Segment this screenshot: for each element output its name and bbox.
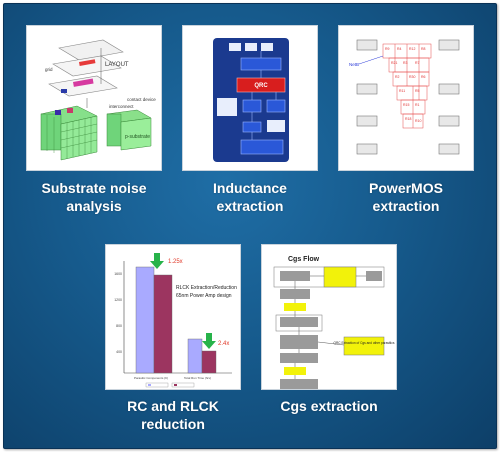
svg-text:400: 400: [116, 350, 122, 354]
caption-line-2: analysis: [66, 198, 122, 214]
svg-text:R7: R7: [415, 61, 420, 65]
rc-reduction-chart-thumbnail: 1600 1200 800 400 1.25x 2.4x RLCK Extractio…: [114, 253, 237, 388]
svg-text:interconnect: interconnect: [109, 104, 134, 109]
cgs-thumbnail[interactable]: Cgs Flow QRC Extraction of Cgs and other…: [261, 244, 397, 390]
svg-text:R15: R15: [403, 103, 409, 107]
svg-text:R5: R5: [415, 89, 420, 93]
caption-line-1: Cgs extraction: [280, 398, 378, 414]
cgs-note: QRC Extraction of Cgs and other parasiti…: [334, 341, 395, 345]
chart-annotation-sub: 65nm Power Amp design: [176, 293, 232, 299]
svg-text:Parasitic Components (K): Parasitic Components (K): [134, 376, 168, 380]
powermos-thumbnail[interactable]: R9 R4 R12 R8 R21 R3 R7 R2 R30 R6 R11 R5 R15 R1 R1…: [338, 25, 474, 171]
svg-text:NetB: NetB: [349, 62, 359, 67]
cgs-flow-title: Cgs Flow: [288, 256, 320, 263]
svg-text:R18: R18: [405, 117, 411, 121]
svg-text:R9: R9: [385, 47, 390, 51]
caption-line-1: PowerMOS: [369, 180, 443, 196]
svg-text:800: 800: [116, 324, 122, 328]
caption-line-1: Inductance: [213, 180, 287, 196]
ratio-label-2: 2.4x: [218, 341, 229, 347]
svg-text:R6: R6: [421, 75, 426, 79]
ratio-label-1: 1.25x: [168, 259, 183, 265]
svg-text:contact device: contact device: [127, 97, 156, 102]
caption-inductance: Inductance extraction: [170, 179, 330, 215]
caption-line-1: Substrate noise: [41, 180, 147, 196]
svg-text:1600: 1600: [114, 272, 122, 276]
caption-substrate-noise: Substrate noise analysis: [14, 179, 174, 215]
svg-text:R21: R21: [391, 61, 397, 65]
svg-text:R30: R30: [409, 75, 415, 79]
svg-text:R12: R12: [409, 47, 415, 51]
chart-annotation: RLCK Extraction/Reduction: [176, 285, 237, 291]
caption-line-2: extraction: [372, 198, 440, 214]
powermos-layout-thumbnail: R9 R4 R12 R8 R21 R3 R7 R2 R30 R6 R11 R5 R15 R1 R1…: [349, 39, 460, 155]
svg-text:R3: R3: [403, 61, 408, 65]
substrate-noise-thumbnail[interactable]: LAYOUT p-substrate interconnect conta: [26, 25, 162, 171]
caption-line-2: extraction: [216, 198, 284, 214]
substrate-layout-thumbnail: LAYOUT p-substrate interconnect conta: [40, 39, 156, 161]
svg-text:R2: R2: [395, 75, 400, 79]
svg-text:R4: R4: [397, 47, 402, 51]
svg-text:1200: 1200: [114, 298, 122, 302]
svg-text:grid: grid: [45, 67, 53, 72]
caption-line-1: RC and RLCK: [127, 398, 219, 414]
cgs-flow-thumbnail: Cgs Flow QRC Extraction of Cgs and other…: [273, 256, 395, 389]
svg-text:R10: R10: [415, 119, 421, 123]
caption-line-2: reduction: [141, 416, 205, 432]
qrc-label: QRC: [254, 83, 268, 89]
caption-cgs: Cgs extraction: [249, 397, 409, 415]
caption-rc-rlck: RC and RLCK reduction: [93, 397, 253, 433]
svg-text:R1: R1: [415, 103, 420, 107]
layout-label: LAYOUT: [105, 62, 129, 68]
svg-text:p-substrate: p-substrate: [125, 134, 150, 140]
feature-panel: LAYOUT p-substrate interconnect conta: [3, 3, 497, 449]
svg-text:R8: R8: [421, 47, 426, 51]
svg-text:Total Run Time (hrs): Total Run Time (hrs): [184, 376, 211, 380]
inductance-thumbnail[interactable]: QRC: [182, 25, 318, 171]
caption-powermos: PowerMOS extraction: [326, 179, 486, 215]
svg-text:R11: R11: [399, 89, 405, 93]
rc-rlck-thumbnail[interactable]: 1600 1200 800 400 1.25x 2.4x RLCK Extractio…: [105, 244, 241, 390]
inductance-flow-thumbnail: QRC: [213, 38, 289, 162]
